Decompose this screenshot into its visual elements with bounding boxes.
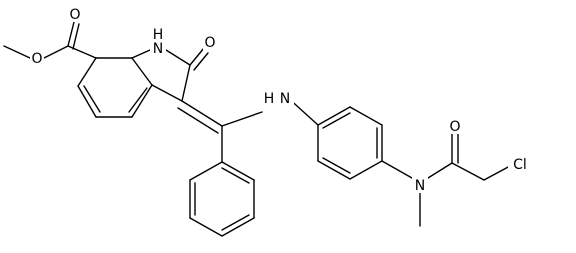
bond	[189, 47, 205, 66]
atom-label-amine-n: N	[280, 91, 290, 107]
bond	[43, 45, 69, 59]
atom-label-amide-oxygen: O	[449, 119, 460, 135]
bond	[67, 45, 97, 59]
bond-lines	[3, 21, 511, 237]
bond	[72, 23, 80, 50]
bond	[451, 162, 485, 181]
bond	[131, 57, 153, 86]
atom-label-ketone-oxygen: O	[204, 35, 215, 51]
bond	[349, 106, 383, 126]
bond	[131, 84, 153, 118]
bond	[349, 160, 383, 180]
bond	[177, 107, 219, 134]
bond	[221, 214, 250, 231]
bond	[189, 161, 223, 181]
bond	[427, 162, 453, 179]
bond	[381, 160, 413, 179]
atom-label-indole-h: H	[153, 27, 164, 43]
bond	[181, 64, 191, 102]
atom-labels: O O H N O H N N O Cl	[30, 5, 532, 194]
atom-label-ester-carbonyl-oxygen: O	[69, 7, 80, 23]
bond	[317, 106, 351, 126]
bond	[322, 157, 351, 174]
atom-label-indole-n: N	[153, 41, 163, 57]
atom-label-amide-n: N	[415, 178, 425, 194]
bond	[67, 21, 75, 47]
bond	[221, 217, 255, 237]
bond	[221, 161, 255, 181]
bond	[131, 49, 151, 59]
bond	[3, 45, 31, 59]
bond	[83, 85, 101, 113]
bond	[181, 100, 223, 127]
bond	[151, 84, 183, 102]
bond	[483, 165, 511, 181]
bond	[221, 111, 263, 127]
bond	[193, 52, 209, 71]
bond	[322, 112, 351, 129]
atom-label-amine-h: H	[264, 91, 275, 107]
bond	[77, 57, 97, 87]
bond	[165, 49, 191, 66]
bond	[317, 160, 351, 180]
bond	[77, 85, 97, 118]
bond	[128, 87, 148, 113]
bond	[189, 217, 223, 237]
atom-label-ester-oxygen: O	[31, 51, 42, 67]
atom-label-chlorine: Cl	[513, 157, 527, 173]
bond	[221, 167, 250, 184]
